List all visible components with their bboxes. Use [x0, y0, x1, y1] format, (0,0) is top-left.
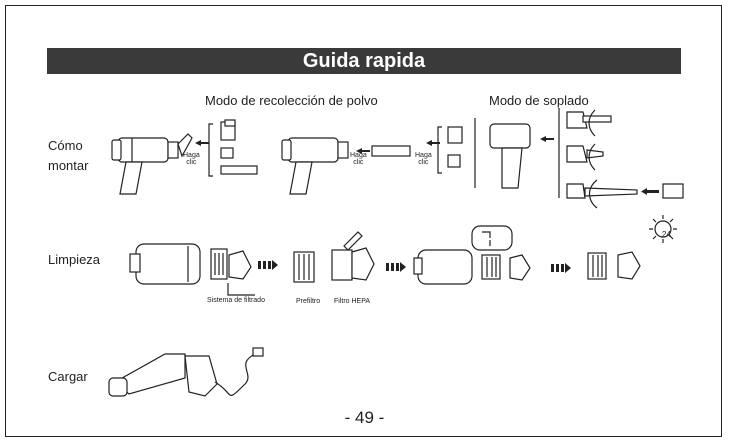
prefilter-illustration	[292, 248, 318, 288]
timer-value: 24	[662, 230, 671, 239]
row-label-mount-1: Cómo	[48, 138, 83, 153]
vacuum-assembled-illustration	[282, 128, 352, 198]
prefilter-dry-illustration	[587, 252, 609, 282]
sun-timer-icon	[648, 214, 678, 244]
click-label-2-line2: clic	[350, 159, 367, 166]
tap-water-icon	[470, 224, 514, 252]
filter-pointer-line	[227, 283, 257, 298]
row-label-charging: Cargar	[48, 369, 88, 384]
dust-container-illustration	[128, 240, 208, 290]
arrow-left-icon	[540, 136, 554, 142]
row-label-mount-2: montar	[48, 158, 88, 173]
click-label-1-line2: clic	[183, 159, 200, 166]
click-label-3-line2: clic	[415, 159, 432, 166]
page-number: - 49 -	[0, 408, 729, 428]
blower-nozzles-illustration	[557, 106, 687, 214]
arrow-left-icon	[356, 148, 370, 154]
charging-vacuum-illustration	[105, 334, 265, 404]
click-label-1-line1: Haga	[183, 152, 200, 159]
hepa-filter-illustration	[330, 230, 380, 290]
hepa-filter-caption: Filtro HEPA	[334, 298, 370, 305]
extension-tube-illustration	[372, 145, 412, 157]
hepa-filter-dry-illustration	[616, 251, 642, 281]
dust-container-rinse-illustration	[414, 248, 476, 288]
prefilter-caption: Prefiltro	[296, 298, 320, 305]
page-title: Guida rapida	[47, 48, 681, 74]
click-label-2: Haga clic	[350, 152, 367, 166]
vacuum-with-nozzle-illustration	[112, 128, 192, 198]
nozzle-options-illustration	[438, 125, 468, 175]
filter-assembly-illustration	[209, 247, 254, 283]
attachment-options-illustration	[207, 120, 262, 180]
arrow-right-icon	[258, 260, 278, 270]
arrow-right-icon	[386, 262, 406, 272]
prefilter-rinse-illustration	[481, 254, 503, 282]
hepa-filter-rinse-illustration	[508, 254, 532, 282]
dust-mode-heading: Modo de recolección de polvo	[205, 93, 378, 108]
blower-body-illustration	[488, 120, 538, 192]
click-label-1: Haga clic	[183, 152, 200, 166]
row-label-cleaning: Limpieza	[48, 252, 100, 267]
click-label-3-line1: Haga	[415, 152, 432, 159]
click-label-3: Haga clic	[415, 152, 432, 166]
arrow-right-icon	[551, 263, 571, 273]
filter-system-caption: Sistema de filtrado	[207, 297, 265, 304]
section-divider	[474, 118, 476, 188]
